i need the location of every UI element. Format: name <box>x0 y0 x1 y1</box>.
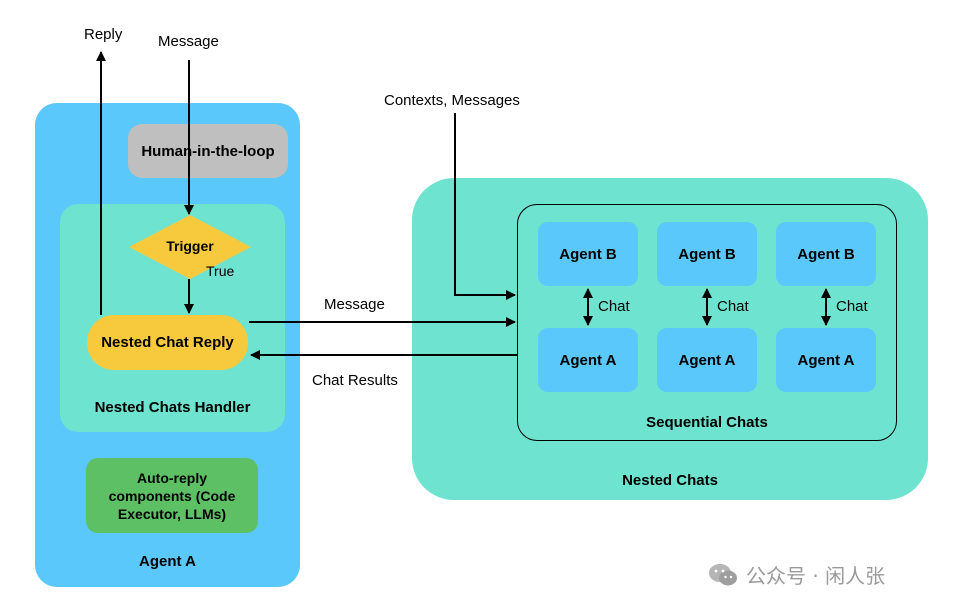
agent-a-label-3: Agent A <box>797 351 855 369</box>
message-top-label: Message <box>158 33 219 50</box>
sequential-chats-frame <box>517 204 897 441</box>
chat-results-label: Chat Results <box>312 372 398 389</box>
handler-title: Nested Chats Handler <box>94 399 251 416</box>
trigger-label: Trigger <box>166 238 214 254</box>
agent-a-box-1: Agent A <box>538 328 638 392</box>
sequential-chats-title: Sequential Chats <box>646 414 768 431</box>
wechat-icon <box>709 563 737 585</box>
agent-b-label-3: Agent B <box>797 245 855 263</box>
agent-b-box-1: Agent B <box>538 222 638 286</box>
chat-label-3: Chat <box>836 298 868 315</box>
agent-a-label-2: Agent A <box>678 351 736 369</box>
nested-chat-reply-label: Nested Chat Reply <box>101 334 234 351</box>
agent-a-label-1: Agent A <box>559 351 617 369</box>
watermark-text: 公众号 · 闲人张 <box>746 564 886 588</box>
agent-b-label-1: Agent B <box>559 245 617 263</box>
auto-reply-box: Auto-reply components (Code Executor, LL… <box>86 458 258 533</box>
agent-a-title: Agent A <box>139 553 196 570</box>
chat-label-1: Chat <box>598 298 630 315</box>
message-mid-label: Message <box>324 296 385 313</box>
auto-reply-label: Auto-reply components (Code Executor, LL… <box>108 469 236 522</box>
trigger-diamond <box>129 215 251 279</box>
human-in-the-loop-box: Human-in-the-loop <box>128 124 288 178</box>
agent-b-box-2: Agent B <box>657 222 757 286</box>
human-in-the-loop-label: Human-in-the-loop <box>141 142 275 160</box>
agent-a-box-2: Agent A <box>657 328 757 392</box>
reply-label: Reply <box>84 26 123 43</box>
agent-b-box-3: Agent B <box>776 222 876 286</box>
nested-chat-reply-box: Nested Chat Reply <box>87 315 248 370</box>
watermark: 公众号 · 闲人张 <box>708 560 885 589</box>
agent-a-box-3: Agent A <box>776 328 876 392</box>
true-label: True <box>206 263 235 279</box>
nested-chats-title: Nested Chats <box>622 472 718 489</box>
chat-label-2: Chat <box>717 298 749 315</box>
contexts-arrow <box>454 113 516 300</box>
agent-b-label-2: Agent B <box>678 245 736 263</box>
contexts-messages-label: Contexts, Messages <box>384 92 520 109</box>
